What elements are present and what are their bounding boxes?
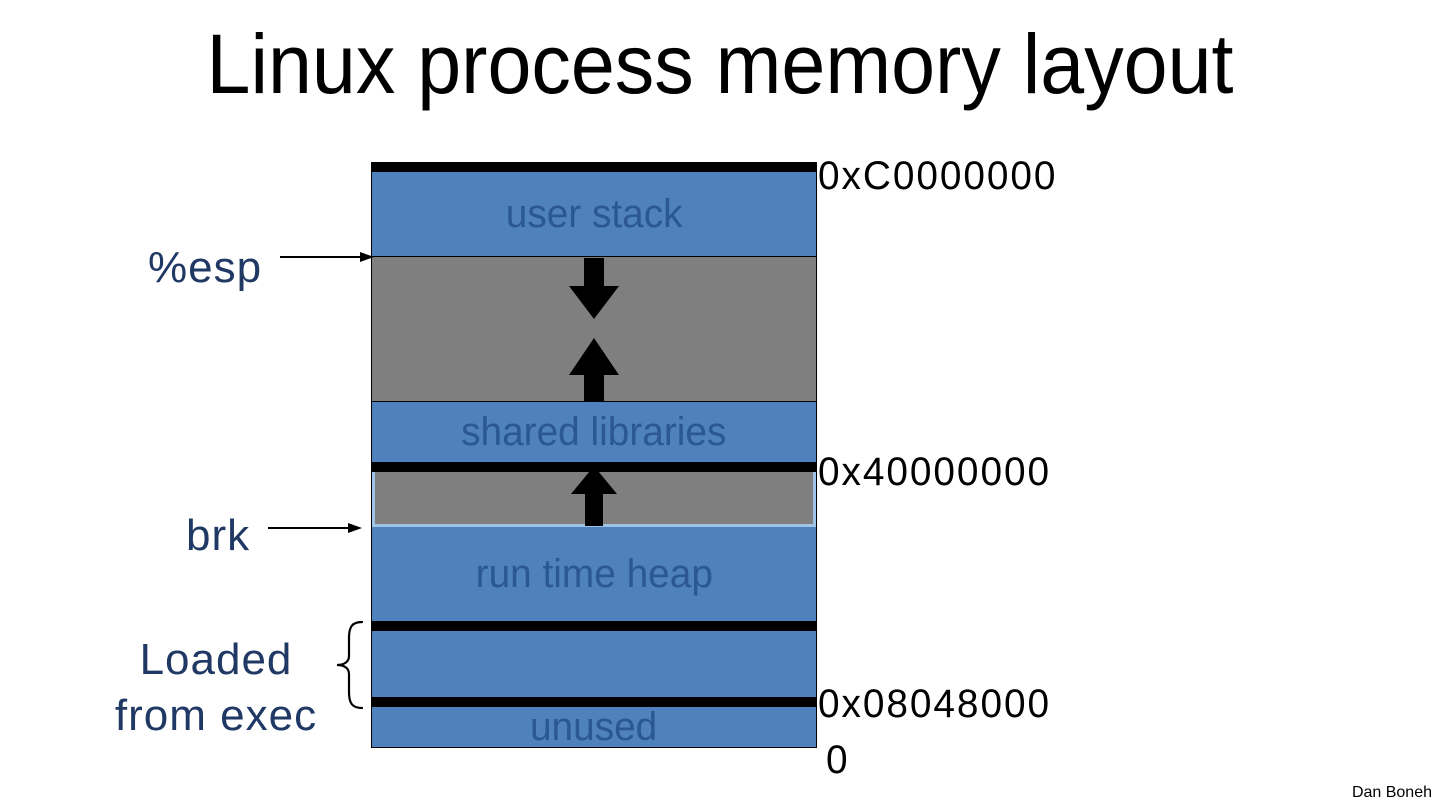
right-arrow-icon <box>268 523 362 533</box>
down-arrow-icon <box>569 258 619 319</box>
left-curly-brace-icon <box>336 620 364 710</box>
up-arrow-icon <box>571 466 617 526</box>
region-shared-libraries-label: shared libraries <box>461 410 727 454</box>
stack-top-boundary-line <box>372 162 816 172</box>
region-run-time-heap: run time heap <box>372 527 816 621</box>
region-user-stack-label: user stack <box>505 192 683 236</box>
region-run-time-heap-label: run time heap <box>475 552 713 596</box>
address-zero: 0 <box>826 738 850 782</box>
right-arrow-icon <box>280 252 374 262</box>
address-exec-start: 0x08048000 <box>818 682 1052 726</box>
loaded-from-exec-label-line1: Loaded <box>139 635 293 684</box>
up-arrow-icon <box>569 338 619 402</box>
loaded-from-exec-label: Loaded from exec <box>96 632 336 744</box>
credit: Dan Boneh <box>1351 784 1432 801</box>
esp-label: %esp <box>148 243 263 292</box>
region-stack-growth-gap <box>372 257 816 402</box>
region-heap-growth-gap <box>372 466 816 527</box>
region-shared-libraries: shared libraries <box>372 402 816 462</box>
region-unused-label: unused <box>530 705 658 749</box>
memory-layout-box: user stack shared libraries run time hea… <box>371 162 817 748</box>
heap-base-line <box>372 621 816 631</box>
esp-boundary-line <box>372 256 816 257</box>
region-unused: unused <box>372 707 816 747</box>
region-loaded-from-exec <box>372 631 816 697</box>
loaded-from-exec-label-line2: from exec <box>114 691 318 740</box>
region-user-stack: user stack <box>372 172 816 256</box>
address-stack-top: 0xC0000000 <box>818 154 1058 198</box>
brk-label: brk <box>186 511 251 560</box>
slide-title: Linux process memory layout <box>206 17 1234 111</box>
exec-base-line <box>372 697 816 707</box>
address-shared-lib-start: 0x40000000 <box>818 450 1052 494</box>
